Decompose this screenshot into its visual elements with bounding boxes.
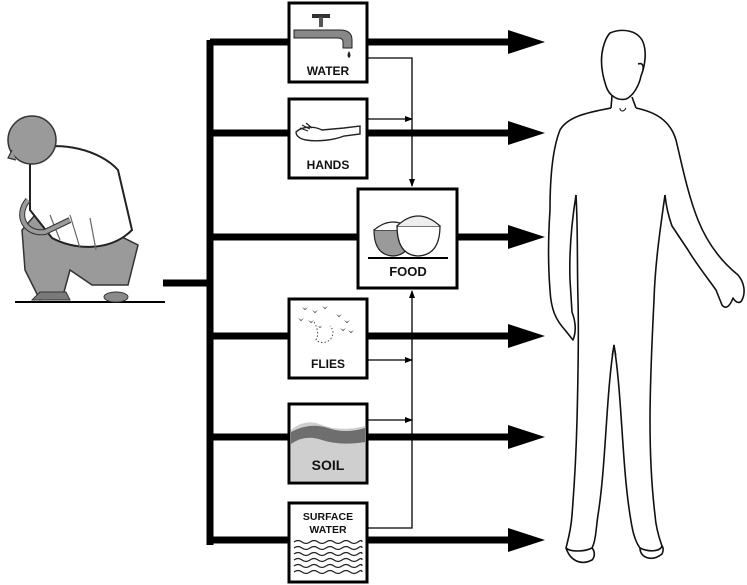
branch-arrow-flies	[210, 324, 545, 348]
hand-icon	[295, 122, 361, 142]
tap-icon	[293, 14, 353, 58]
route-label-surface: SURFACE	[303, 511, 353, 523]
route-label-water: WATER	[307, 64, 350, 78]
route-label-hands: HANDS	[307, 158, 350, 172]
route-box-hands: HANDS	[287, 97, 369, 180]
food-bowls-icon	[368, 215, 448, 259]
route-box-flies: FLIES	[287, 297, 369, 380]
branch-arrow-hands	[210, 121, 545, 145]
route-box-soil: SOIL	[287, 402, 369, 485]
route-box-food: FOOD	[356, 187, 459, 290]
squatting-person-figure	[7, 115, 165, 303]
route-box-surface-water: SURFACE WATER	[287, 501, 369, 584]
food-connectors	[368, 57, 415, 529]
route-box-water: WATER	[287, 1, 369, 84]
branch-arrows	[210, 30, 545, 552]
flies-icon	[298, 306, 354, 333]
route-label-food: FOOD	[389, 264, 427, 279]
route-label-soil: SOIL	[312, 457, 345, 473]
route-label-flies: FLIES	[311, 357, 345, 371]
human-outline-figure	[547, 29, 745, 564]
waves-icon	[293, 539, 363, 575]
branch-arrow-water	[210, 30, 545, 54]
soil-icon	[291, 422, 365, 481]
main-trunk	[163, 40, 214, 545]
route-label-surface-water: WATER	[309, 524, 347, 536]
branch-arrow-soil	[210, 425, 545, 449]
branch-arrow-surface-water	[210, 528, 545, 552]
